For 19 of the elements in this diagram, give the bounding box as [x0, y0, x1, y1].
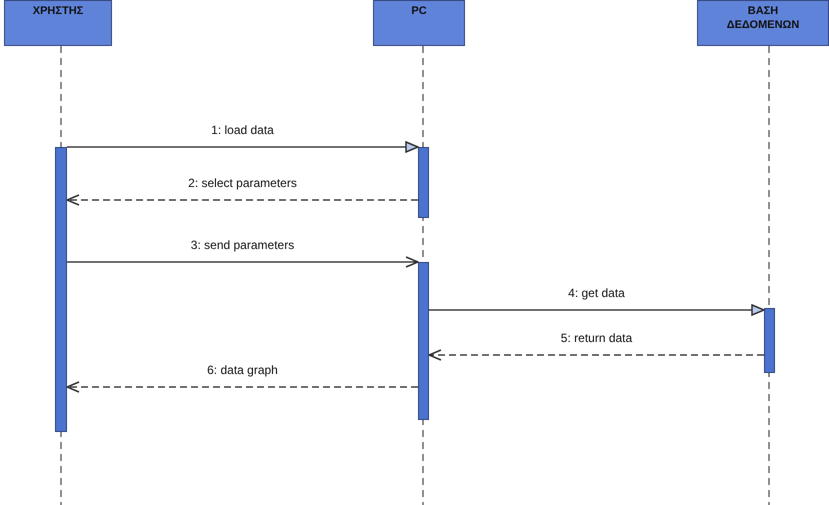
activation-bar: [418, 147, 429, 218]
message-arrow: [66, 194, 418, 206]
message-label: 4: get data: [568, 286, 625, 300]
message-label: 3: send parameters: [190, 238, 294, 252]
message-label: 5: return data: [560, 331, 632, 345]
message-arrow: [428, 349, 764, 361]
message-label: 2: select parameters: [188, 176, 297, 190]
participant-box: PC: [373, 0, 465, 46]
message-arrow: [67, 256, 419, 268]
activation-bar: [764, 308, 775, 373]
message-label: 1: load data: [211, 123, 274, 137]
message-label: 6: data graph: [207, 363, 278, 377]
message-arrow: [67, 141, 419, 153]
activation-bar: [55, 147, 67, 432]
participant-box: ΒΑΣΗ ΔΕΔΟΜΕΝΩΝ: [697, 0, 829, 46]
activation-bar: [418, 262, 429, 420]
message-arrow: [429, 304, 765, 316]
message-arrow: [66, 381, 418, 393]
participant-box: ΧΡΗΣΤΗΣ: [4, 0, 112, 46]
